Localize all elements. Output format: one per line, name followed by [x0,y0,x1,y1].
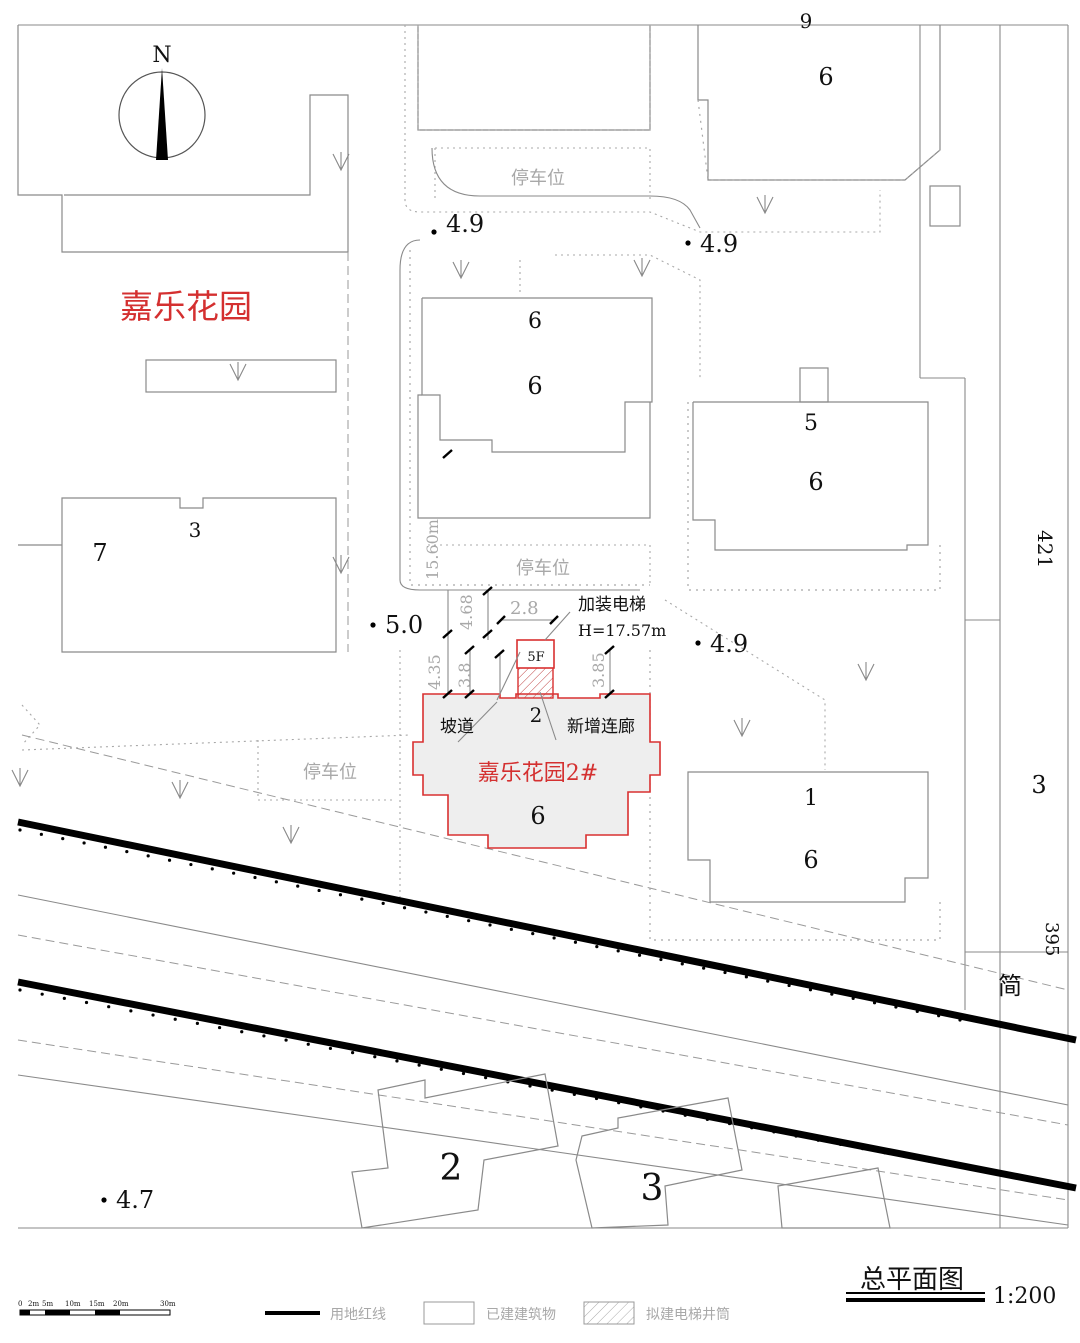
elevation-point-5: 4.7 [101,1186,154,1214]
elevator-height: H=17.57m [578,621,666,640]
east-road [919,25,1068,1228]
site-name-label: 嘉乐花园 [120,287,252,326]
dim-4-68: 4.68 [457,594,476,630]
mid-building-number: 6 [528,309,542,334]
svg-text:5.0: 5.0 [385,611,423,639]
ramp-label: 坡道 [440,717,474,737]
parking-label-mid: 停车位 [516,558,570,579]
right-building [687,367,941,591]
parking-label-west: 停车位 [303,762,357,783]
mid-building-floors: 6 [527,372,542,400]
legend-site-line: 用地红线 [330,1307,386,1323]
elevator-stop-label: 5F [527,650,544,665]
west-building-floors: 7 [92,539,107,567]
target-building-floors: 6 [530,802,545,830]
north-buildings [417,25,941,181]
road-421: 421 [1033,530,1057,568]
main-road-diagonal [17,734,1069,1226]
scale-tick-5: 20m [113,1300,129,1308]
top-right-building-number: 9 [800,9,813,33]
simple-label: 简 [998,972,1022,1000]
svg-text:4.9: 4.9 [700,230,738,258]
west-building-number: 3 [189,518,202,542]
legend: 用地红线 已建建筑物 拟建电梯井筒 [265,1301,730,1325]
dim-2-8: 2.8 [510,598,539,619]
west-estate-blocks [17,25,349,653]
top-right-building-floors: 6 [818,63,833,91]
elevation-point-4: 4.9 [695,630,748,658]
legend-existing-building: 已建建筑物 [486,1307,556,1323]
title-block: 总平面图 1:200 [846,1265,1056,1309]
scale-tick-6: 30m [160,1300,176,1308]
road-395: 395 [1041,922,1062,956]
dim-4-35: 4.35 [425,654,444,690]
entry-number: 2 [530,703,543,727]
elevation-point-2: 4.9 [685,230,738,258]
target-building-2 [412,611,661,849]
drawing-title: 总平面图 [860,1265,964,1295]
scale-bar: 0 2m 5m 10m 15m 20m 30m [18,1300,176,1316]
svg-text:4.9: 4.9 [446,210,484,238]
svg-text:4.7: 4.7 [116,1186,154,1214]
far-east-floors: 3 [1031,771,1046,799]
new-corridor [517,665,554,699]
south-buildings [351,1073,891,1229]
internal-roads [21,25,881,900]
parking-label-north: 停车位 [511,168,565,189]
elevation-point-3: 5.0 [370,611,423,639]
scale-tick-3: 10m [65,1300,81,1308]
tree-symbols [11,152,875,845]
south-building-b: 3 [641,1168,664,1209]
north-arrow-icon: N [118,43,206,160]
scale-tick-1: 2m [28,1300,39,1308]
right-building-number: 5 [804,411,818,436]
dim-3-8: 3.8 [455,663,474,688]
drawing-scale: 1:200 [993,1284,1056,1309]
dim-3-85: 3.85 [589,652,608,688]
mid-building [409,250,653,586]
dim-15-60: 15.60m [423,519,442,580]
elevator-label: 加装电梯 [578,595,646,615]
scale-tick-2: 5m [42,1300,53,1308]
scale-tick-0: 0 [18,1300,22,1308]
east-building-floors: 6 [803,846,818,874]
target-building-name: 嘉乐花园2# [478,761,598,786]
elevation-point-1: 4.9 [431,210,484,238]
elevator-shaft [516,639,555,669]
legend-elevator-shaft: 拟建电梯井筒 [646,1306,730,1323]
dimension-lines [442,449,615,699]
road-dots [18,828,1042,1184]
site-red-line [17,818,1077,1192]
east-building [649,650,941,941]
drawing-frame [18,24,1069,1229]
svg-text:4.9: 4.9 [710,630,748,658]
corridor-label: 新增连廊 [567,717,635,737]
scale-tick-4: 15m [89,1300,105,1308]
east-building-number: 1 [804,786,818,811]
south-building-a: 2 [440,1148,463,1189]
north-label: N [152,43,171,68]
right-building-floors: 6 [808,468,823,496]
